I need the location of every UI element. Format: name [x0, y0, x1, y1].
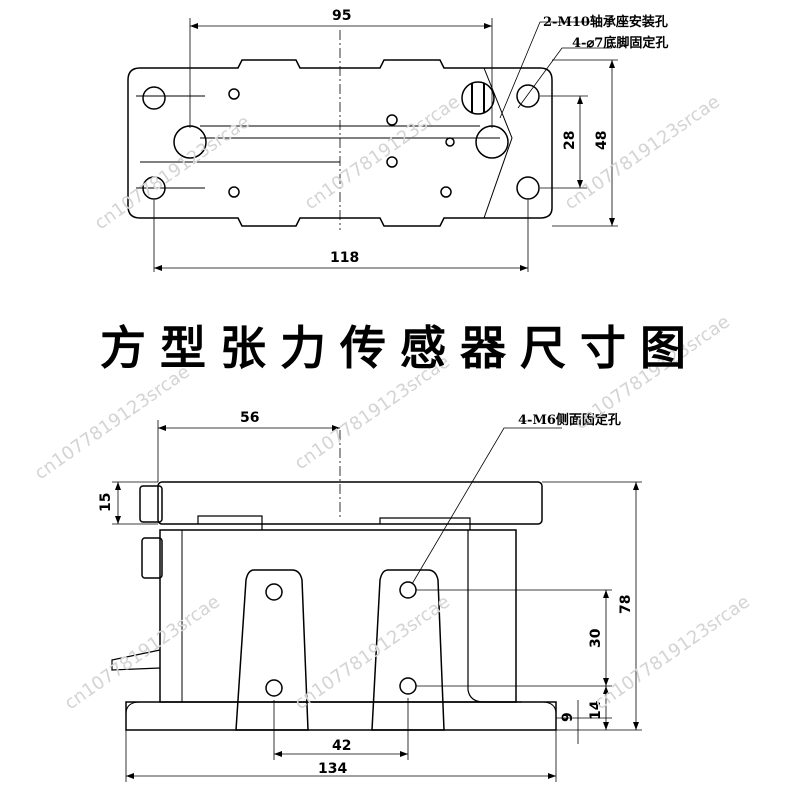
watermark: cn1077819123srcae [31, 361, 194, 484]
side-right-bracket [467, 530, 522, 703]
side-hole [265, 679, 283, 697]
foot-hole [516, 84, 540, 108]
dim-42-label: 42 [332, 738, 351, 754]
side-base-plate [125, 701, 557, 731]
foot-hole [516, 176, 540, 200]
bearing-hole [475, 125, 509, 159]
dim-78-label: 78 [618, 595, 634, 614]
dim-9-label: 9 [560, 712, 576, 722]
dim-134-label: 134 [318, 761, 347, 777]
dim-95-label: 95 [332, 8, 351, 24]
small-hole [386, 156, 398, 168]
leader-bearing [499, 21, 590, 119]
side-foot [125, 701, 168, 730]
watermark: cn1077819123srcae [291, 591, 454, 714]
dim-118-label: 118 [330, 250, 359, 266]
dim-14-label: 14 [588, 700, 604, 720]
top-view-outline [127, 59, 553, 227]
dim-48-label: 48 [594, 131, 610, 150]
watermark: cn1077819123srcae [561, 91, 724, 214]
dim-56-label: 56 [240, 410, 259, 426]
watermark: cn1077819123srcae [301, 91, 464, 214]
side-arrows [115, 425, 639, 779]
dim-30-label: 30 [588, 628, 604, 648]
screw-head [461, 81, 495, 115]
small-hole [445, 137, 455, 147]
leader-side [411, 427, 562, 585]
side-hole [265, 583, 283, 601]
watermark: cn1077819123srcae [591, 591, 754, 714]
side-foot [514, 701, 557, 730]
small-hole [386, 114, 398, 126]
dim-15-label: 15 [98, 493, 114, 512]
watermark: cn1077819123srcae [61, 591, 224, 714]
watermark: cn1077819123srcae [91, 111, 254, 234]
top-view [127, 18, 618, 272]
foot-hole [142, 176, 166, 200]
note-bearing-holes: 2-M10轴承座安装孔 [543, 14, 668, 30]
note-side-holes: 4-M6侧面固定孔 [518, 412, 621, 428]
side-top-plate-cap [139, 485, 163, 523]
top-arrows [154, 23, 615, 271]
small-hole [228, 88, 240, 100]
side-body-cap [141, 537, 163, 579]
small-hole [228, 186, 240, 198]
leader-foot [517, 47, 612, 109]
side-hole [399, 677, 417, 695]
note-foot-holes: 4-⌀7底脚固定孔 [572, 35, 668, 51]
side-top-plate [157, 481, 543, 525]
foot-hole [142, 86, 166, 110]
side-hole [399, 581, 417, 599]
watermark-layer: cn1077819123srcae cn1077819123srcae cn10… [31, 91, 754, 714]
dim-28-label: 28 [562, 131, 578, 150]
side-view [111, 420, 642, 782]
side-left-pin [111, 649, 161, 671]
drawing-title: 方型张力传感器尺寸图 [100, 321, 700, 375]
small-hole [440, 186, 452, 198]
